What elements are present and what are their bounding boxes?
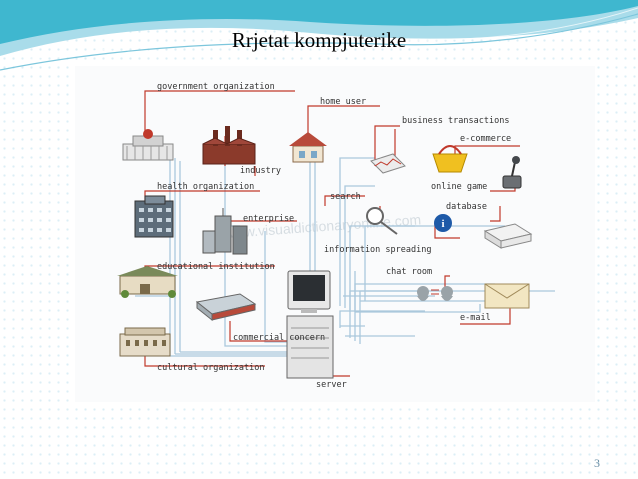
network-diagram: www.visualdictionaryonline.com <box>75 66 595 402</box>
enterprise-tower-icon <box>202 208 248 255</box>
page-number: 3 <box>594 456 600 470</box>
magnifier-icon <box>366 207 398 235</box>
label-e-mail: e-mail <box>460 313 491 323</box>
cultural-organization-icon <box>119 327 171 357</box>
computer-monitor-icon <box>287 270 331 313</box>
shopping-basket-icon <box>432 145 468 173</box>
label-business-transactions: business transactions <box>402 116 509 126</box>
commercial-concern-icon <box>195 293 257 322</box>
label-database: database <box>446 202 487 212</box>
label-server: server <box>316 380 347 390</box>
chat-heads-icon <box>417 286 453 301</box>
business-transactions-icon <box>370 153 406 174</box>
industry-factory-icon <box>202 126 256 165</box>
slide-header-wave <box>0 0 638 71</box>
svg-text:i: i <box>441 218 444 230</box>
label-enterprise: enterprise <box>243 214 294 224</box>
label-search: search <box>330 192 361 202</box>
home-user-house-icon <box>289 132 327 163</box>
label-educational-institution: educational institution <box>157 262 275 272</box>
database-stack-icon <box>483 223 533 249</box>
server-tower-icon <box>286 315 334 379</box>
label-commercial-concern: commercial concern <box>233 333 325 343</box>
label-chat-room: chat room <box>386 267 432 277</box>
envelope-icon <box>484 283 530 309</box>
info-icon: i <box>434 214 452 232</box>
label-online-game: online game <box>431 182 487 192</box>
label-e-commerce: e-commerce <box>460 134 511 144</box>
label-home-user: home user <box>320 97 366 107</box>
label-information-spreading: information spreading <box>324 245 431 255</box>
label-cultural-organization: cultural organization <box>157 363 264 373</box>
label-health-organization: health organization <box>157 182 254 192</box>
label-government-organization: government organization <box>157 82 275 92</box>
label-industry: industry <box>240 166 281 176</box>
educational-institution-icon <box>117 266 178 298</box>
government-building-icon <box>122 129 174 161</box>
slide-title: Rrjetat kompjuterike <box>231 28 407 52</box>
health-hospital-icon <box>134 195 174 238</box>
joystick-icon <box>502 156 522 189</box>
